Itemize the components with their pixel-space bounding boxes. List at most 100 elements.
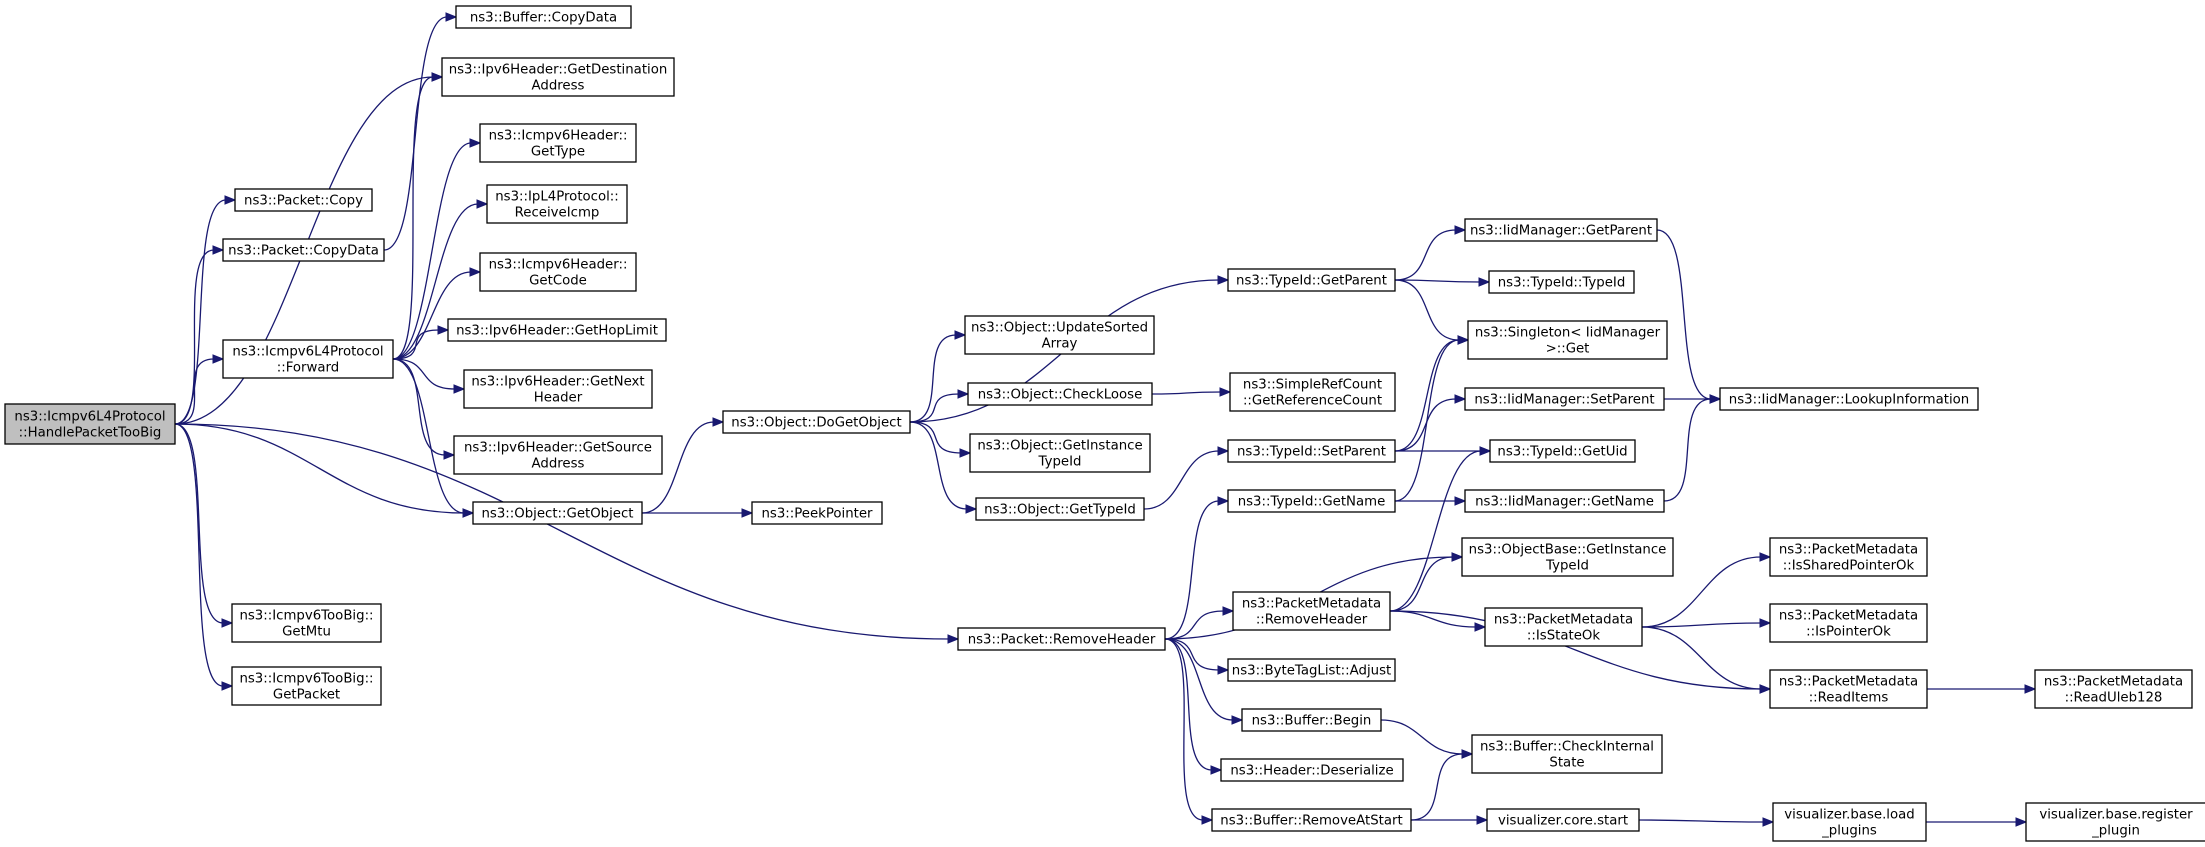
node-iid-getname[interactable]: ns3::IidManager::GetName [1464, 489, 1665, 513]
node-label: GetPacket [273, 688, 340, 703]
node-obj-typeid[interactable]: ns3::Object::GetTypeId [975, 497, 1145, 521]
node-label: TypeId [1545, 559, 1589, 574]
node-box [1227, 489, 1396, 513]
node-btl-adjust[interactable]: ns3::ByteTagList::Adjust [1227, 658, 1396, 682]
node-label: ns3::PacketMetadata [2044, 675, 2183, 690]
edge-iid-getparent-to-iid-lookup [1656, 229, 1722, 404]
node-box [1488, 270, 1635, 294]
node-label: ::RemoveHeader [1256, 613, 1368, 628]
node-label: ::Forward [277, 361, 339, 376]
node-pm-isptr[interactable]: ns3::PacketMetadata::IsPointerOk [1769, 603, 1928, 643]
node-peek[interactable]: ns3::PeekPointer [751, 501, 883, 525]
node-tb-mtu[interactable]: ns3::Icmpv6TooBig::GetMtu [231, 603, 382, 643]
node-label: GetCode [529, 274, 587, 289]
node-label: ns3::Icmpv6Header:: [489, 129, 628, 144]
node-label: ns3::Ipv6Header::GetNext [471, 375, 644, 390]
node-iid-setparent[interactable]: ns3::IidManager::SetParent [1464, 387, 1665, 411]
node-box [463, 369, 653, 409]
edge-root-to-pkt-copy [174, 195, 237, 425]
node-iid-lookup[interactable]: ns3::IidManager::LookupInformation [1719, 387, 1979, 411]
node-obj-checkloose[interactable]: ns3::Object::CheckLoose [967, 382, 1153, 406]
node-iid-getparent[interactable]: ns3::IidManager::GetParent [1464, 218, 1658, 242]
edge-tid-getname-to-iid-getname [1394, 496, 1467, 506]
node-pkt-copy[interactable]: ns3::Packet::Copy [234, 188, 373, 212]
node-simpleref[interactable]: ns3::SimpleRefCount::GetReferenceCount [1229, 372, 1396, 412]
edge-buf-removeatstart-to-buf-checkinternal [1410, 749, 1474, 821]
node-label: ns3::Ipv6Header::GetSource [464, 441, 652, 456]
node-box [455, 5, 632, 29]
edge-buf-begin-to-buf-checkinternal [1380, 719, 1474, 759]
node-pkt-copydata[interactable]: ns3::Packet::CopyData [222, 238, 385, 262]
node-buf-removeatstart[interactable]: ns3::Buffer::RemoveAtStart [1211, 808, 1412, 832]
node-label: ns3::TypeId::GetName [1238, 495, 1386, 510]
edge-fwd-to-ip6-hop [392, 325, 450, 360]
node-pkt-removeheader[interactable]: ns3::Packet::RemoveHeader [957, 627, 1166, 651]
node-tid-setparent[interactable]: ns3::TypeId::SetParent [1227, 439, 1396, 463]
node-obj-dogetobj[interactable]: ns3::Object::DoGetObject [722, 410, 911, 434]
arrow-head-icon [462, 508, 475, 518]
node-vis-load[interactable]: visualizer.base.load_plugins [1772, 802, 1927, 842]
node-box [1461, 537, 1674, 577]
node-obj-getobj[interactable]: ns3::Object::GetObject [472, 501, 643, 525]
node-root[interactable]: ns3::Icmpv6L4Protocol::HandlePacketTooBi… [4, 403, 176, 445]
arrow-head-icon [1479, 446, 1492, 456]
node-tid-getuid[interactable]: ns3::TypeId::GetUid [1489, 439, 1636, 463]
arrow-head-icon [1478, 277, 1491, 287]
node-box [1489, 439, 1636, 463]
node-label: ns3::SimpleRefCount [1243, 378, 1382, 393]
node-label: ns3::Packet::Copy [244, 194, 363, 209]
node-label: ns3::Ipv6Header::GetDestination [449, 63, 668, 78]
edge-tid-getparent-to-iid-getparent [1394, 225, 1467, 281]
edge-tid-getparent-to-singleton [1394, 279, 1470, 345]
node-icmp-type[interactable]: ns3::Icmpv6Header::GetType [479, 123, 637, 163]
node-tid-typeid[interactable]: ns3::TypeId::TypeId [1488, 270, 1635, 294]
node-vis-core-start[interactable]: visualizer.core.start [1486, 808, 1640, 832]
arrow-head-icon [437, 325, 450, 335]
node-box [1772, 802, 1927, 842]
node-pm-removeheader[interactable]: ns3::PacketMetadata::RemoveHeader [1232, 591, 1391, 631]
node-box [964, 315, 1155, 355]
node-hdr-deserialize[interactable]: ns3::Header::Deserialize [1220, 758, 1404, 782]
node-pm-readitems[interactable]: ns3::PacketMetadata::ReadItems [1769, 669, 1928, 709]
node-pm-issharedptr[interactable]: ns3::PacketMetadata::IsSharedPointerOk [1769, 537, 1928, 577]
edge-pm-readitems-to-pm-readuleb [1927, 684, 2037, 694]
node-singleton[interactable]: ns3::Singleton< IidManager>::Get [1467, 320, 1668, 360]
edge-root-to-pkt-removeheader [174, 423, 960, 644]
edge-obj-getobj-to-peek [642, 508, 754, 518]
node-label: Array [1042, 337, 1078, 352]
node-buf-copydata[interactable]: ns3::Buffer::CopyData [455, 5, 632, 29]
node-label: ns3::TypeId::GetParent [1236, 274, 1387, 289]
node-label: ns3::Header::Deserialize [1230, 764, 1393, 779]
node-tid-getparent[interactable]: ns3::TypeId::GetParent [1227, 268, 1396, 292]
node-box [4, 403, 176, 445]
arrow-head-icon [224, 195, 237, 205]
edge-pkt-removeheader-to-buf-removeatstart [1164, 638, 1214, 825]
node-pm-readuleb[interactable]: ns3::PacketMetadata::ReadUleb128 [2034, 669, 2193, 709]
edge-pkt-removeheader-to-buf-begin [1164, 638, 1244, 725]
arrow-head-icon [1759, 552, 1772, 562]
edge-tid-getparent-to-tid-typeid [1394, 277, 1491, 287]
node-tb-pkt[interactable]: ns3::Icmpv6TooBig::GetPacket [231, 666, 382, 706]
node-ipl4-recv[interactable]: ns3::IpL4Protocol::ReceiveIcmp [486, 184, 628, 224]
node-label: Header [534, 391, 583, 406]
node-ip6-hop[interactable]: ns3::Ipv6Header::GetHopLimit [447, 318, 667, 342]
node-label: ::IsPointerOk [1806, 625, 1891, 640]
node-fwd[interactable]: ns3::Icmpv6L4Protocol::Forward [222, 339, 394, 379]
node-label: ns3::PacketMetadata [1779, 675, 1918, 690]
edge-iid-getname-to-iid-lookup [1663, 394, 1722, 502]
node-vis-register[interactable]: visualizer.base.register_plugin [2025, 802, 2205, 842]
arrow-head-icon [1217, 665, 1230, 675]
node-buf-begin[interactable]: ns3::Buffer::Begin [1241, 708, 1382, 732]
arrow-head-icon [212, 354, 225, 364]
node-tid-getname[interactable]: ns3::TypeId::GetName [1227, 489, 1396, 513]
node-icmp-code[interactable]: ns3::Icmpv6Header::GetCode [479, 252, 637, 292]
node-pm-isstateok[interactable]: ns3::PacketMetadata::IsStateOk [1484, 607, 1643, 647]
edge-vis-load-to-vis-register [1925, 817, 2028, 827]
